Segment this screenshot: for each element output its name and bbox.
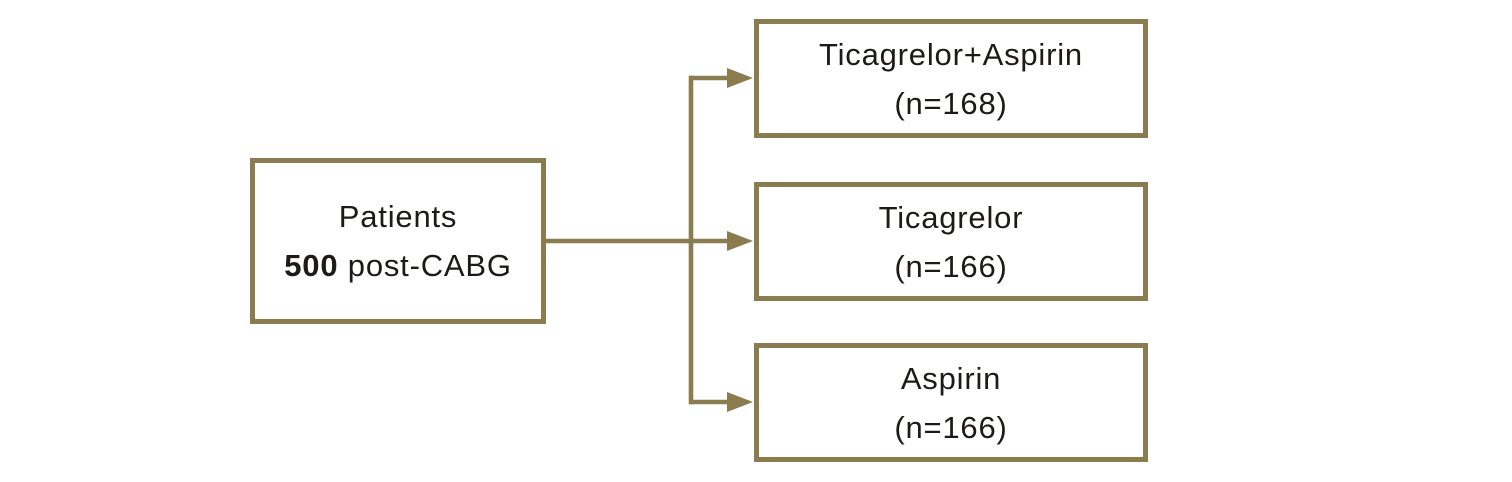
arrowhead-top bbox=[727, 68, 753, 88]
branch-title: Ticagrelor bbox=[878, 199, 1024, 235]
patients-box: Patients 500 post-CABG bbox=[250, 158, 546, 324]
branch-box-aspirin: Aspirin (n=166) bbox=[754, 343, 1148, 462]
patients-count: 500 bbox=[284, 248, 339, 283]
branch-box-ticagrelor: Ticagrelor (n=166) bbox=[754, 182, 1148, 301]
branch-title: Ticagrelor+Aspirin bbox=[819, 36, 1083, 72]
arrowhead-middle bbox=[727, 231, 753, 251]
patients-box-line1: Patients bbox=[338, 199, 458, 234]
arrowhead-bottom bbox=[727, 392, 753, 412]
patients-count-suffix: post-CABG bbox=[347, 248, 512, 283]
branch-count: (n=166) bbox=[894, 248, 1008, 284]
connector-arrowheads bbox=[727, 68, 753, 412]
branch-box-ticagrelor-aspirin: Ticagrelor+Aspirin (n=168) bbox=[754, 19, 1148, 138]
branch-title: Aspirin bbox=[900, 360, 1002, 396]
patients-box-line2: 500 post-CABG bbox=[284, 241, 512, 290]
connector-lines bbox=[544, 75, 733, 405]
branch-count: (n=168) bbox=[894, 85, 1008, 121]
branch-count: (n=166) bbox=[894, 409, 1008, 445]
